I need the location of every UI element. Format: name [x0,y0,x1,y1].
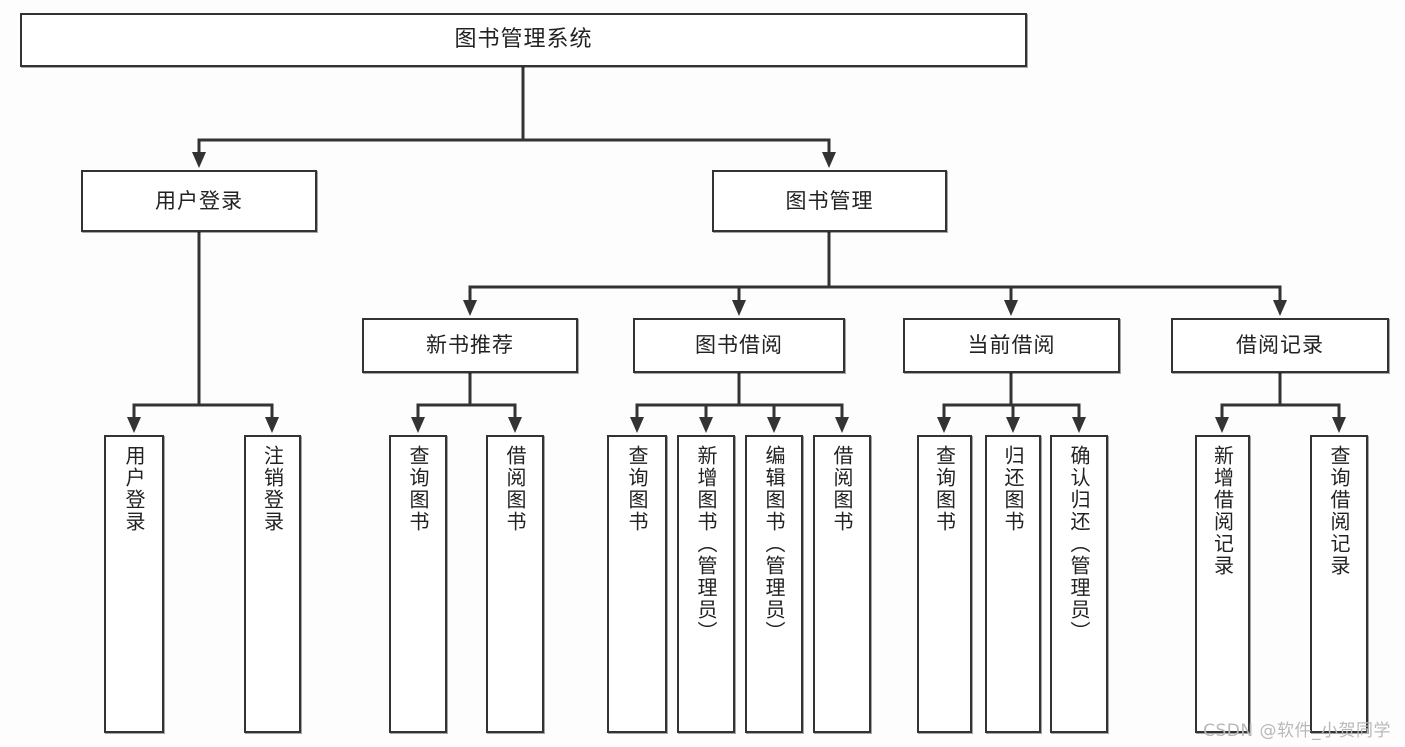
arrow-head-icon [835,417,849,433]
arrow-head-icon [411,417,425,433]
arrow-head-icon [463,300,477,316]
node-leaf-query-record[interactable]: 查询借阅记录 [1310,435,1368,733]
node-label: 图书管理系统 [454,27,593,53]
node-leaf-query-book-bb[interactable]: 查询图书 [607,435,667,733]
node-label: 新书推荐 [426,333,514,358]
connector-path [468,230,1282,313]
node-label: 注销登录 [260,445,285,533]
connector-path [132,230,274,430]
node-leaf-return-book[interactable]: 归还图书 [985,435,1041,733]
arrow-head-icon [1273,300,1287,316]
node-label: 确认归还（管理员） [1067,445,1091,643]
node-label: 借阅图书 [830,445,854,533]
connector-path [416,371,517,430]
connector-path [197,65,831,165]
node-current-borrow[interactable]: 当前借阅 [903,318,1120,373]
node-label: 图书借阅 [695,333,783,358]
node-new-book-recommend[interactable]: 新书推荐 [362,318,578,373]
node-borrow-record[interactable]: 借阅记录 [1171,318,1389,373]
arrow-head-icon [630,417,644,433]
node-label: 当前借阅 [967,333,1056,358]
arrow-head-icon [127,417,141,433]
node-leaf-query-book-cb[interactable]: 查询图书 [917,435,972,733]
node-leaf-borrow-book-nb[interactable]: 借阅图书 [486,435,544,733]
node-label: 编辑图书（管理员） [762,445,786,643]
arrow-head-icon [1004,300,1018,316]
connector-path [1220,371,1341,430]
node-label: 查询图书 [932,445,957,533]
node-label: 用户登录 [122,445,146,533]
node-book-manage[interactable]: 图书管理 [712,170,947,232]
node-leaf-user-login[interactable]: 用户登录 [104,435,164,733]
arrow-head-icon [699,417,713,433]
node-leaf-edit-book[interactable]: 编辑图书（管理员） [745,435,803,733]
node-root-system[interactable]: 图书管理系统 [20,13,1027,67]
connector-path [942,371,1081,430]
arrow-head-icon [1006,417,1020,433]
node-book-borrow[interactable]: 图书借阅 [633,318,845,373]
node-label: 图书管理 [785,188,874,213]
node-label: 查询借阅记录 [1327,445,1351,577]
node-user-login[interactable]: 用户登录 [81,170,317,232]
node-leaf-borrow-book-bb[interactable]: 借阅图书 [813,435,871,733]
arrow-head-icon [265,417,279,433]
node-label: 查询图书 [406,445,430,533]
arrow-head-icon [937,417,951,433]
arrow-head-icon [192,152,206,168]
arrow-head-icon [732,300,746,316]
connector-path [635,371,844,430]
node-leaf-user-logout[interactable]: 注销登录 [244,435,301,733]
node-label: 新增图书（管理员） [694,445,718,643]
watermark-text: CSDN @软件_小贺同学 [1203,721,1391,741]
node-leaf-add-book[interactable]: 新增图书（管理员） [677,435,735,733]
arrow-head-icon [1215,417,1229,433]
node-label: 借阅记录 [1236,333,1324,358]
node-label: 查询图书 [625,445,649,533]
node-label: 新增借阅记录 [1210,445,1235,577]
arrow-head-icon [1072,417,1086,433]
arrow-head-icon [1332,417,1346,433]
arrow-head-icon [508,417,522,433]
node-leaf-add-record[interactable]: 新增借阅记录 [1195,435,1250,733]
node-leaf-query-book-nb[interactable]: 查询图书 [389,435,447,733]
arrow-head-icon [822,152,836,168]
arrow-head-icon [767,417,781,433]
node-label: 借阅图书 [503,445,527,533]
node-label: 用户登录 [155,188,243,213]
node-label: 归还图书 [1001,445,1025,533]
node-leaf-confirm-return[interactable]: 确认归还（管理员） [1050,435,1108,733]
